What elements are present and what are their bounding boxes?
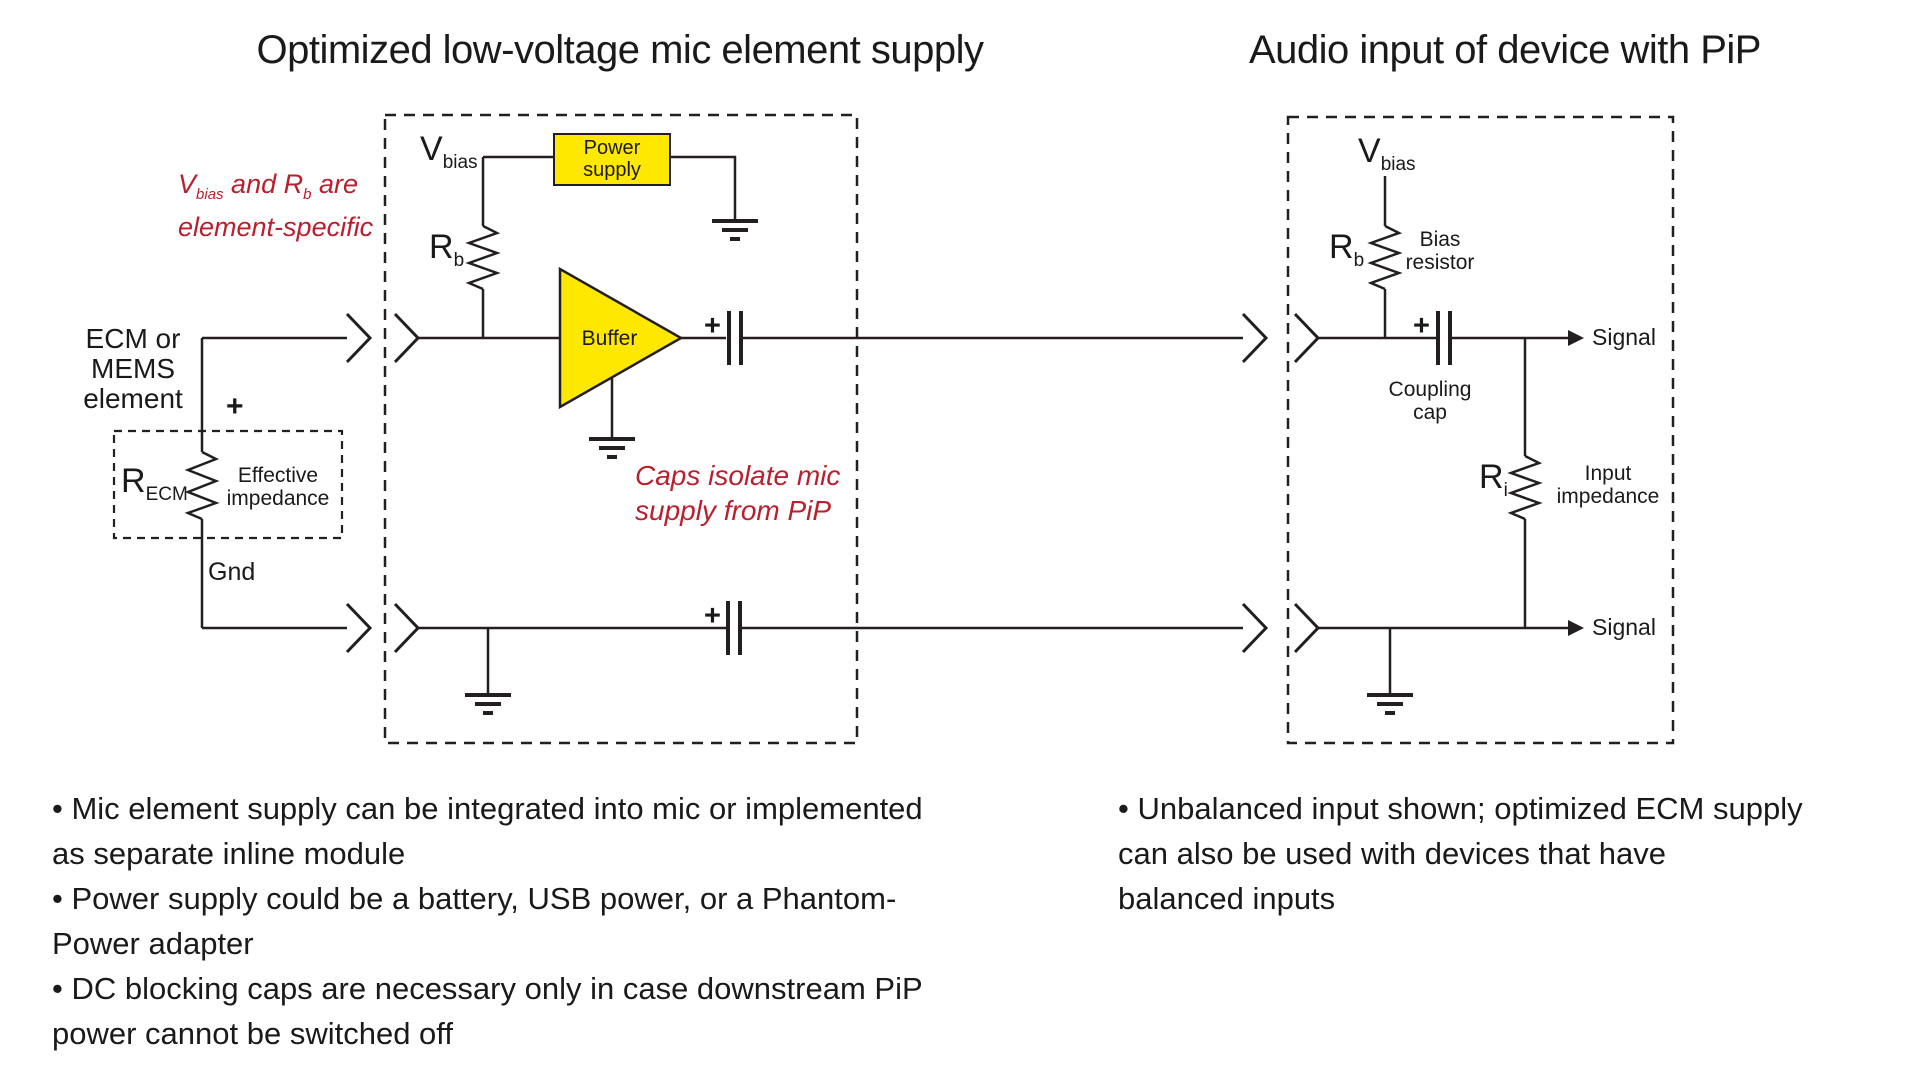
ecm-element-branch [184, 338, 220, 628]
ground-icon [465, 693, 511, 715]
cap-plus-top: + [704, 310, 721, 342]
connector-chevron [393, 312, 421, 364]
r-ecm-label: RECM [121, 462, 188, 505]
element-specific-note: Vbias and Rb are element-specific [178, 169, 374, 242]
v-bias-label-left: Vbias [420, 130, 478, 173]
cap-plus-bottom: + [704, 600, 721, 632]
connector-chevron [1293, 602, 1321, 654]
notes-right: • Unbalanced input shown; optimized ECM … [1118, 791, 1803, 916]
bias-network-left [465, 155, 737, 338]
ground-icon [589, 437, 635, 459]
ground-icon [1367, 693, 1413, 715]
wire-bottom-row [202, 601, 1584, 693]
power-supply-box: Power supply [553, 133, 671, 186]
ecm-element-label: ECM or MEMS element [83, 323, 183, 414]
signal-arrowhead-top [1568, 330, 1584, 346]
notes-left: • Mic element supply can be integrated i… [52, 791, 923, 1051]
resistor-r-b-left [465, 224, 501, 291]
buffer-triangle [558, 266, 684, 410]
r-b-label-right: Rb [1329, 228, 1365, 271]
connector-chevron [1241, 602, 1269, 654]
r-b-label-left: Rb [429, 228, 465, 271]
pip-input-dashed-box [1286, 115, 1675, 745]
bias-resistor-label: Bias resistor [1405, 228, 1475, 274]
left-title: Optimized low-voltage mic element supply [256, 28, 984, 72]
connector-chevron [345, 602, 373, 654]
v-bias-label-right: Vbias [1358, 132, 1416, 175]
buffer-amplifier [558, 266, 684, 437]
wire-top-row [202, 311, 1584, 365]
r-i-label: Ri [1479, 458, 1508, 501]
coupling-cap [1436, 311, 1452, 365]
resistor-r-i [1507, 454, 1543, 521]
connector-chevron [393, 602, 421, 654]
caps-isolate-note: Caps isolate mic supply from PiP [635, 460, 841, 526]
effective-impedance-label: Effective impedance [226, 464, 330, 510]
buffer-label: Buffer [581, 327, 638, 350]
mic-supply-dashed-box [383, 113, 859, 745]
dc-blocking-cap-top [727, 311, 743, 365]
resistor-r-b-right [1367, 224, 1403, 291]
cap-plus-coupling: + [1413, 310, 1430, 342]
signal-arrowhead-bottom [1568, 620, 1584, 636]
connector-chevron [1241, 312, 1269, 364]
dc-blocking-cap-bottom [726, 601, 742, 655]
connector-chevron [345, 312, 373, 364]
polarity-plus-ecm: + [226, 390, 244, 423]
bias-network-right [1367, 176, 1543, 628]
gnd-label: Gnd [208, 558, 256, 586]
ground-icon [712, 219, 758, 241]
connector-chevron [1293, 312, 1321, 364]
right-title: Audio input of device with PiP [1249, 28, 1761, 72]
coupling-cap-label: Coupling cap [1388, 378, 1472, 424]
input-impedance-label: Input impedance [1556, 462, 1660, 508]
signal-label-bottom: Signal [1592, 614, 1656, 640]
effective-impedance-dashed-box [112, 429, 344, 540]
resistor-r-ecm [184, 450, 220, 521]
signal-label-top: Signal [1592, 324, 1656, 350]
